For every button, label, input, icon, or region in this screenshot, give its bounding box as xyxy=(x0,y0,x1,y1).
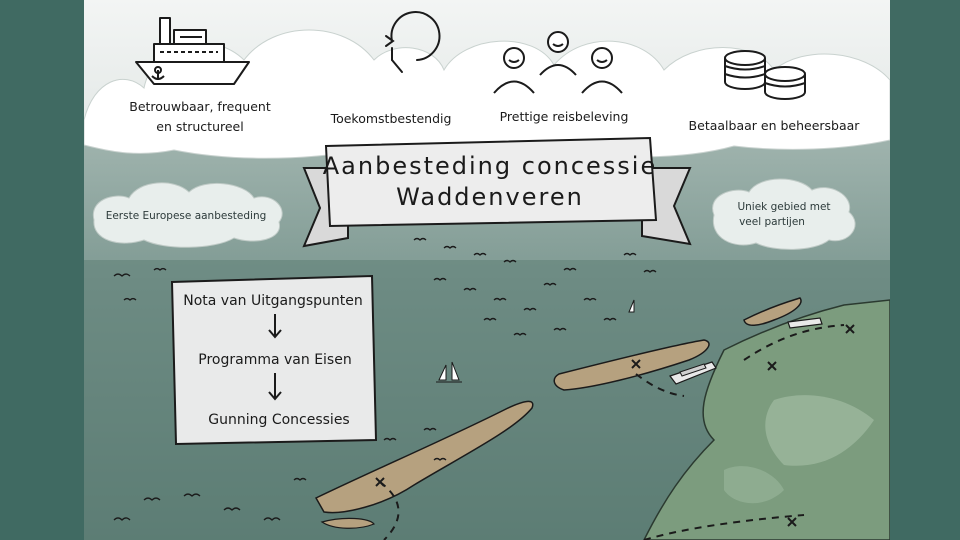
value-label-reliable-line2: en structureel xyxy=(156,119,243,134)
sailboat-icon xyxy=(628,299,635,313)
value-label-future-proof: Toekomstbestendig xyxy=(330,111,452,126)
ferry-icon xyxy=(135,17,250,85)
island-middle xyxy=(553,339,710,391)
wadden-illustration: Eerste Europese aanbesteding Uniek gebie… xyxy=(84,0,890,540)
cloud-right-note-line2: veel partijen xyxy=(739,216,805,228)
process-step-2: Programma van Eisen xyxy=(198,352,351,368)
cloud-left: Eerste Europese aanbesteding xyxy=(92,182,283,248)
banner-title-line1: Aanbesteding concessie xyxy=(323,152,657,180)
route-markers xyxy=(375,324,855,527)
island-large xyxy=(314,400,534,514)
coins-icon xyxy=(724,50,806,100)
arrow-down-icon xyxy=(268,373,282,401)
clock-icon xyxy=(385,11,441,73)
islet xyxy=(320,517,375,529)
cloud-right: Uniek gebied met veel partijen xyxy=(712,178,856,250)
value-label-affordable: Betaalbaar en beheersbaar xyxy=(689,118,861,133)
people-icon xyxy=(493,31,623,94)
infographic-canvas: Eerste Europese aanbesteding Uniek gebie… xyxy=(84,0,890,540)
arrow-down-icon xyxy=(268,314,282,339)
birds xyxy=(113,237,657,521)
cloud-right-note-line1: Uniek gebied met xyxy=(737,201,830,213)
cloud-left-note: Eerste Europese aanbesteding xyxy=(106,210,267,222)
ferry-routes xyxy=(379,324,845,540)
process-step-3: Gunning Concessies xyxy=(208,412,349,428)
ferry-boat-icon xyxy=(787,317,823,329)
mainland xyxy=(643,299,890,540)
value-label-reliable-line1: Betrouwbaar, frequent xyxy=(129,99,271,114)
title-banner: Aanbesteding concessie Waddenveren xyxy=(302,136,692,248)
process-step-1: Nota van Uitgangspunten xyxy=(183,293,363,309)
ferry-boat-icon xyxy=(669,361,717,385)
value-label-travel-experience: Prettige reisbeleving xyxy=(500,109,629,124)
banner-title-line2: Waddenveren xyxy=(396,183,584,211)
island-right xyxy=(743,297,802,326)
sailboat-icon xyxy=(436,361,462,383)
process-box: Nota van Uitgangspunten Programma van Ei… xyxy=(170,274,378,446)
